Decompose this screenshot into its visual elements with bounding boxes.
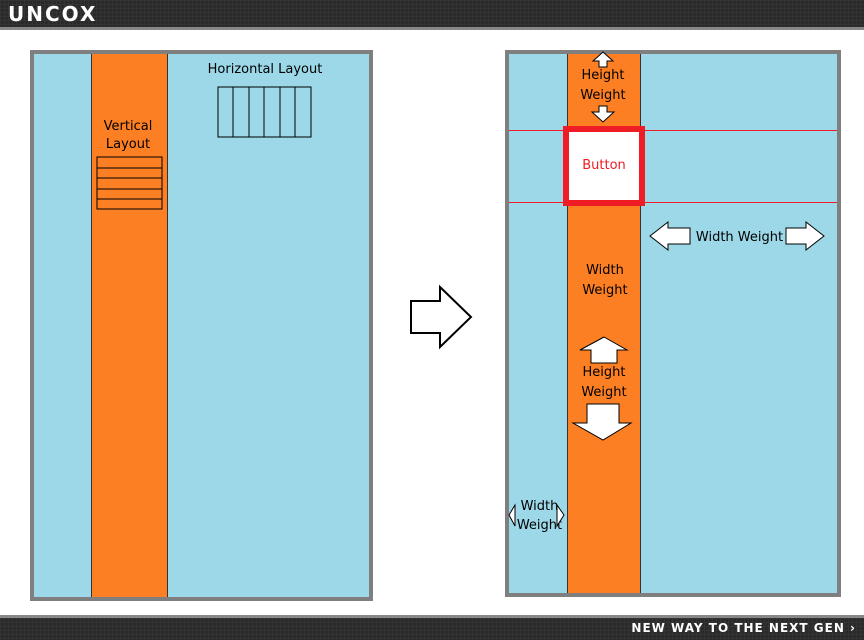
next-arrow-icon xyxy=(410,284,473,350)
center-width-weight-label: Width Weight xyxy=(582,263,628,298)
guide-line-top xyxy=(509,130,837,131)
logo[interactable]: UNCOX xyxy=(8,2,98,26)
header-bar xyxy=(0,0,864,27)
arrow-left-small-icon xyxy=(508,503,516,527)
arrow-right-small-icon xyxy=(556,503,565,528)
width-weight-right-label: Width Weight xyxy=(695,230,784,245)
arrow-right-icon xyxy=(785,220,825,252)
button-box[interactable] xyxy=(563,126,645,206)
horizontal-layout-label: Horizontal Layout xyxy=(207,62,323,77)
top-height-weight-label: Height Weight xyxy=(580,68,626,103)
guide-line-bottom xyxy=(509,202,837,203)
arrow-down-icon xyxy=(590,105,616,123)
center-height-weight-label: Height Weight xyxy=(581,365,627,400)
arrow-up-large-icon xyxy=(579,336,629,364)
vertical-layout-column xyxy=(91,54,168,597)
footer-bar xyxy=(0,618,864,640)
left-panel xyxy=(30,50,373,601)
vertical-layout-icon xyxy=(96,156,163,210)
arrow-up-icon xyxy=(591,51,615,68)
button-label: Button xyxy=(582,158,626,173)
arrow-left-icon xyxy=(649,220,691,252)
horizontal-layout-icon xyxy=(217,86,312,138)
header-divider xyxy=(0,27,864,30)
footer-tagline-link[interactable]: NEW WAY TO THE NEXT GEN › xyxy=(631,621,856,635)
vertical-layout-label: Vertical Layout xyxy=(103,119,153,152)
right-panel xyxy=(505,50,841,597)
bottom-width-weight-label: Width Weight xyxy=(516,499,563,533)
arrow-down-large-icon xyxy=(571,403,633,441)
footer-divider xyxy=(0,615,864,618)
